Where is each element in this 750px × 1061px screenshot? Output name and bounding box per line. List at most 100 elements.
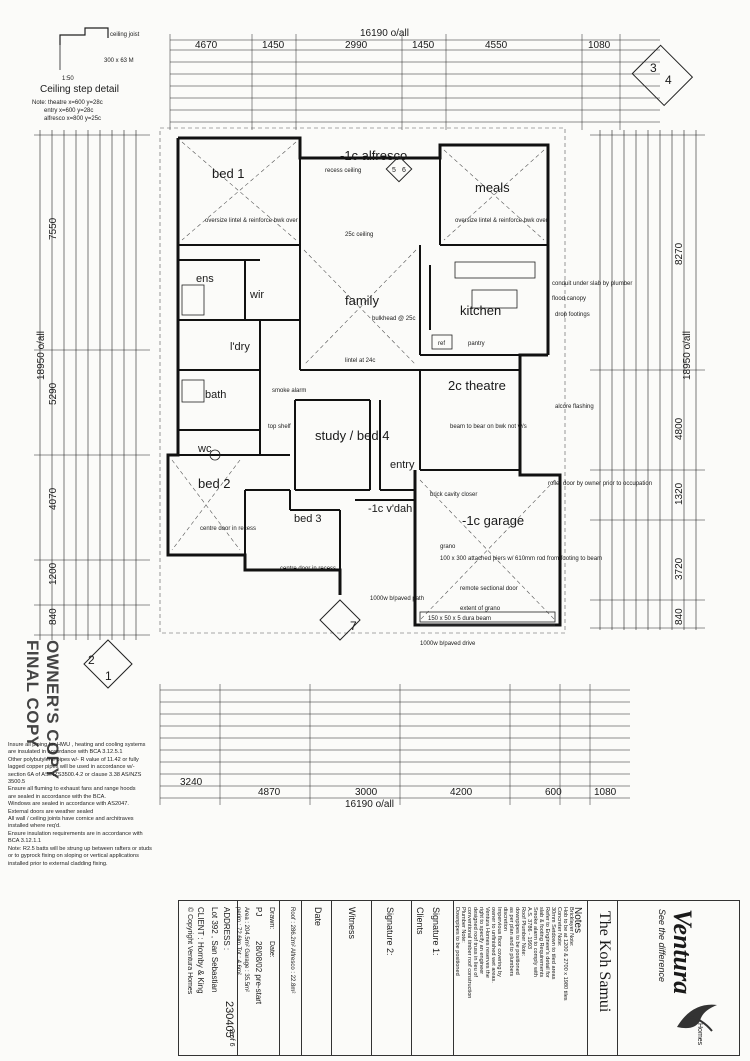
note-line: or to gyprock fixing on sloping or verti… bbox=[8, 853, 139, 860]
room-kitchen: kitchen bbox=[460, 303, 501, 318]
top-dim: 4670 bbox=[195, 40, 218, 51]
joist-size-label: 300 x 63 M bbox=[104, 58, 134, 64]
annotation: smoke alarm bbox=[272, 388, 306, 394]
annotation: recess ceiling bbox=[325, 168, 361, 174]
address-value: Lot 392 , San Sebastian bbox=[210, 907, 219, 993]
annotation: top shelf bbox=[268, 424, 291, 430]
section-number: 3 bbox=[650, 61, 657, 75]
left-dim: 5290 bbox=[48, 382, 59, 405]
date-value: 28/08/02 pre-start bbox=[254, 941, 263, 1005]
title-note: Concreter Note: bbox=[556, 907, 562, 947]
title-note: Impervious floor covering by bbox=[496, 907, 502, 977]
title-note: discretion bbox=[502, 907, 508, 931]
roof-lines bbox=[159, 127, 566, 634]
title-note: right to specify an engineer bbox=[478, 907, 484, 975]
overall-depth-right: 18950 o/all bbox=[682, 331, 693, 380]
date-heading: Date bbox=[313, 907, 323, 927]
annotation: roller door by owner prior to occupation bbox=[548, 481, 652, 487]
note-line: Windows are sealed in accordance with AS… bbox=[8, 801, 129, 808]
island-bench bbox=[471, 289, 518, 309]
annotation: oversize lintel & reinforce bwk over bbox=[205, 218, 298, 224]
room-bath: bath bbox=[205, 389, 226, 401]
bottom-dimensions bbox=[159, 684, 630, 805]
title-note: Bricklayer Note: bbox=[568, 907, 574, 947]
top-dim: 2990 bbox=[345, 40, 368, 51]
room-study: study / bed 4 bbox=[315, 428, 389, 443]
annotation: grano bbox=[440, 544, 456, 550]
room-bed3: bed 3 bbox=[294, 513, 322, 525]
top-dim: 1450 bbox=[262, 40, 285, 51]
roof-value: Roof : 286.2m² Alfresco : 22.8m² bbox=[289, 907, 295, 994]
annotation: centre door in recess bbox=[280, 566, 336, 572]
room-ens: ens bbox=[196, 273, 214, 285]
annotation: extent of grano bbox=[460, 606, 501, 612]
left-dimensions bbox=[34, 130, 150, 640]
brand-tagline: See the difference bbox=[657, 909, 667, 983]
room-garage: -1c garage bbox=[462, 513, 524, 528]
title-note: Roof Plumber Note: bbox=[520, 907, 526, 957]
annotation: beam to bear on bwk not w/s bbox=[450, 424, 527, 430]
note-line: installed where req'd. bbox=[8, 823, 61, 830]
house-name-column: The Koh Samui bbox=[587, 901, 618, 1055]
sheet-number: 2 of 6 bbox=[228, 1029, 235, 1047]
perim-value: perim : 72.6lm Tot : 4.6m² bbox=[235, 907, 241, 975]
room-bed2: bed 2 bbox=[198, 476, 231, 491]
annotation: 100 x 300 attached piers w/ 610mm rod fr… bbox=[440, 556, 602, 562]
top-dim: 1450 bbox=[412, 40, 435, 51]
note-line: Other polybutylene pipes w/- R value of … bbox=[8, 756, 139, 763]
roof-column: Roof : 286.2m² Alfresco : 22.8m² bbox=[279, 901, 302, 1055]
room-bed1: bed 1 bbox=[212, 166, 245, 181]
note-line: Ensure all fluming to exhaust fans and r… bbox=[8, 786, 136, 793]
date-column: Date bbox=[301, 901, 332, 1055]
ceiling-note: entry x=600 y=28c bbox=[44, 108, 93, 114]
annotation: lintel at 24c bbox=[345, 358, 375, 364]
annotation: oversize lintel & reinforce bwk over bbox=[455, 218, 548, 224]
top-dim: 4550 bbox=[485, 40, 508, 51]
annotation: 150 x 50 x 5 dura beam bbox=[428, 616, 491, 622]
signature1-label: Signature 1: bbox=[431, 907, 441, 956]
ceiling-note: Note: theatre x=600 y=28c bbox=[32, 100, 103, 106]
title-note: Ventura Homes reserves the bbox=[484, 907, 490, 978]
left-dim: 4070 bbox=[48, 487, 59, 510]
left-dim: 840 bbox=[48, 608, 59, 625]
bottom-dim: 4200 bbox=[450, 787, 473, 798]
note-line: All wall / ceiling joints have cornice a… bbox=[8, 816, 134, 823]
left-dim: 1200 bbox=[48, 562, 59, 585]
room-alfresco: -1c alfresco bbox=[340, 148, 407, 163]
brand-bird-icon bbox=[677, 1004, 717, 1032]
bottom-dim: 1080 bbox=[594, 787, 617, 798]
note-line: are insulated in accordance with BCA 3.1… bbox=[8, 749, 123, 756]
bottom-dim: 4870 bbox=[258, 787, 281, 798]
bottom-dim: 3240 bbox=[180, 777, 203, 788]
title-note: designed roof truss in lieu of bbox=[472, 907, 478, 977]
section-number: 6 bbox=[402, 167, 406, 174]
note-line: External doors are weather sealed bbox=[8, 808, 94, 815]
room-wc: wc bbox=[197, 443, 212, 455]
right-dim: 1320 bbox=[674, 482, 685, 505]
notes-column: Notes Bricklayer Note: Hob to be at 1200… bbox=[453, 901, 588, 1055]
right-dim: 840 bbox=[674, 608, 685, 625]
annotation: 25c ceiling bbox=[345, 232, 373, 238]
overall-width-top: 16190 o/all bbox=[360, 28, 409, 39]
signature2-label: Signature 2: bbox=[385, 907, 395, 956]
brand-column: Ventura See the difference Homes bbox=[617, 901, 738, 1055]
ref-space bbox=[431, 334, 453, 350]
right-dim: 8270 bbox=[674, 242, 685, 265]
right-dimensions bbox=[590, 130, 705, 630]
title-note: 30mm Setdown to tiled areas bbox=[550, 907, 556, 980]
job-info-column: ADDRESS : Lot 392 , San Sebastian CLIENT… bbox=[179, 901, 238, 1055]
stamp-line2: FINAL COPY bbox=[23, 640, 42, 748]
note-line: section 6A of AS/NZS3500.4.2 or clause 3… bbox=[8, 771, 142, 778]
right-dim: 3720 bbox=[674, 557, 685, 580]
bath-fixture bbox=[181, 284, 205, 316]
annotation: flood canopy bbox=[552, 296, 586, 302]
room-meals: meals bbox=[475, 180, 510, 195]
annotation: drop footings bbox=[555, 312, 590, 318]
house-name: The Koh Samui bbox=[596, 911, 613, 1013]
ceiling-joist-label: ceiling joist bbox=[110, 32, 140, 38]
witness-label: Witness bbox=[347, 907, 357, 940]
overall-depth-left: 18950 o/all bbox=[36, 331, 47, 380]
room-family: family bbox=[345, 293, 379, 308]
drawn-column: Drawn: Date: PJ 28/08/02 pre-start Area … bbox=[235, 901, 280, 1055]
checked-by: PJ bbox=[254, 907, 263, 917]
